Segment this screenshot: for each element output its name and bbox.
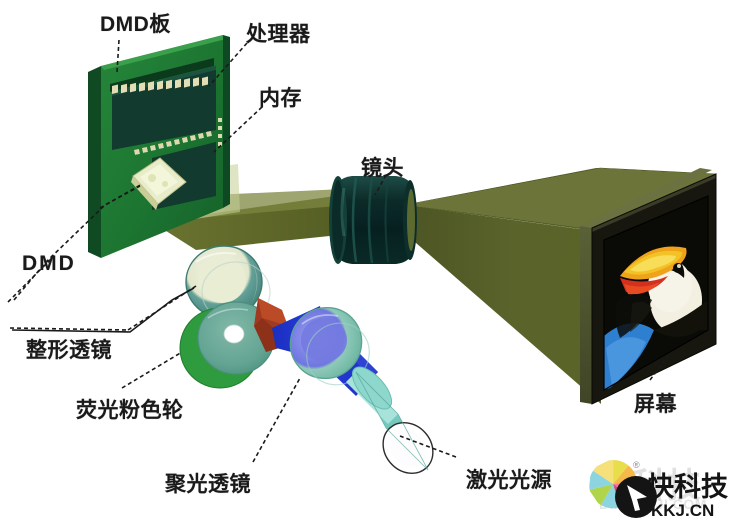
label-phosphor-wheel: 荧光粉色轮 <box>76 399 184 422</box>
leader-lines-extra <box>7 183 197 331</box>
screen <box>580 168 717 405</box>
leader-processor <box>208 42 248 87</box>
dmd-board <box>88 35 230 258</box>
pin-row-top <box>110 58 214 94</box>
label-dmd-chip: DMD <box>22 252 76 275</box>
projection-lens <box>329 176 417 264</box>
leader-dmd-board <box>116 39 120 73</box>
watermark: 电科技 DIANKEJI.COM ® 快科技 KKJ.CN <box>589 452 735 524</box>
leader-memory <box>213 106 263 153</box>
label-dmd-board: DMD板 <box>100 13 171 36</box>
leader-screen <box>649 355 669 381</box>
label-lens: 镜头 <box>361 157 404 180</box>
watermark-brand: 快科技 <box>647 472 728 502</box>
leader-lens <box>374 174 387 196</box>
leader-shaping-lens-h <box>9 327 129 331</box>
leader-condensing-lens <box>252 377 301 463</box>
label-screen: 屏幕 <box>634 393 677 416</box>
pin-row-right <box>218 118 222 146</box>
label-condensing-lens: 聚光透镜 <box>165 473 251 496</box>
leader-laser-source <box>399 435 457 458</box>
dmd-chip <box>131 157 187 210</box>
leader-shaping-lens <box>11 287 195 333</box>
shaping-lens <box>185 245 271 323</box>
label-shaping-lens: 整形透镜 <box>26 339 112 362</box>
registered-mark: ® <box>633 460 640 470</box>
laser-source <box>346 366 434 474</box>
leader-dmd-a <box>7 257 53 303</box>
watermark-url: KKJ.CN <box>651 501 715 520</box>
pin-row-mid <box>134 130 212 155</box>
leader-phosphor-wheel <box>121 351 183 389</box>
label-laser-source: 激光光源 <box>466 469 552 492</box>
screen-image <box>604 196 708 390</box>
leader-dmd-b <box>99 183 143 209</box>
condensing-lens <box>289 306 370 386</box>
label-processor: 处理器 <box>246 23 311 46</box>
label-memory: 内存 <box>259 87 302 110</box>
cursor-circle-icon <box>615 476 657 518</box>
